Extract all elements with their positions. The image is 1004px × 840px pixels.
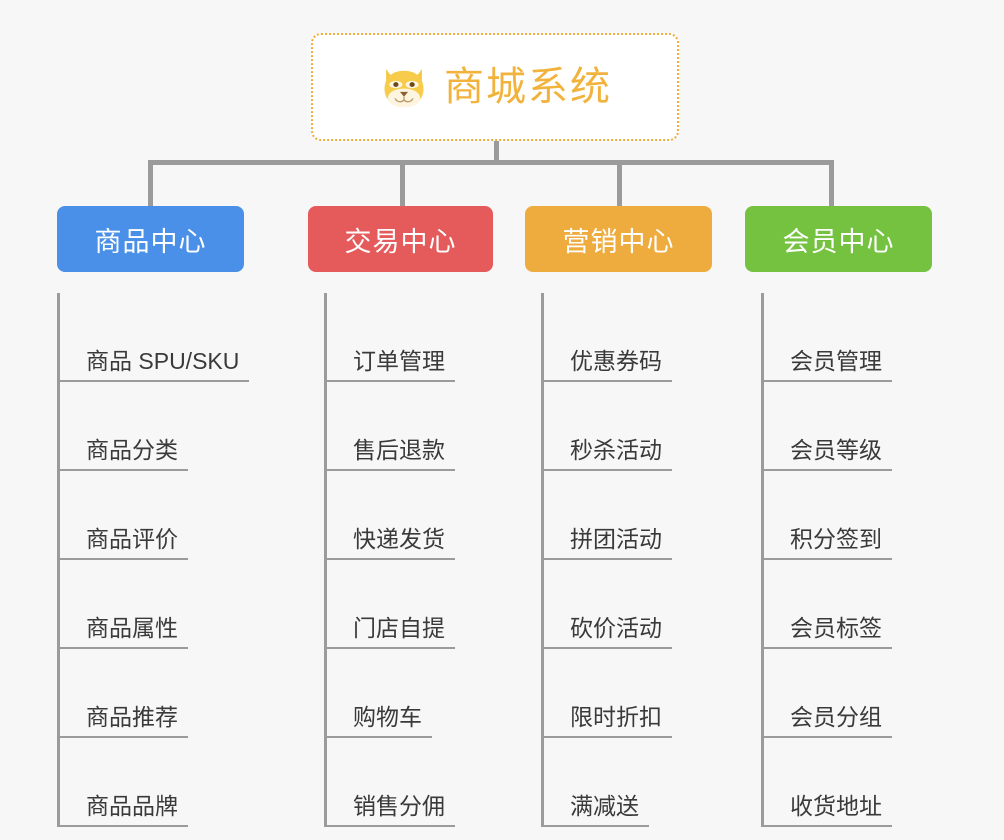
leaf-label: 售后退款 <box>327 437 455 471</box>
leaf-label: 商品品牌 <box>60 793 188 827</box>
list-item[interactable]: 快递发货 <box>327 471 524 560</box>
leaf-list-product-center: 商品 SPU/SKU 商品分类 商品评价 商品属性 商品推荐 商品品牌 <box>57 293 257 827</box>
list-item[interactable]: 销售分佣 <box>327 738 524 827</box>
list-item[interactable]: 商品评价 <box>60 471 257 560</box>
list-item[interactable]: 秒杀活动 <box>544 382 741 471</box>
list-item[interactable]: 会员等级 <box>764 382 961 471</box>
leaf-label: 商品评价 <box>60 526 188 560</box>
column-transaction-center: 交易中心 订单管理 售后退款 快递发货 门店自提 购物车 销售分佣 <box>308 206 524 827</box>
connector-horizontal-bus <box>148 160 834 165</box>
list-item[interactable]: 限时折扣 <box>544 649 741 738</box>
connector-drop-column-2 <box>400 160 405 208</box>
leaf-label: 门店自提 <box>327 615 455 649</box>
leaf-label: 满减送 <box>544 793 649 827</box>
column-member-center: 会员中心 会员管理 会员等级 积分签到 会员标签 会员分组 收货地址 <box>745 206 961 827</box>
list-item[interactable]: 购物车 <box>327 649 524 738</box>
list-item[interactable]: 商品品牌 <box>60 738 257 827</box>
leaf-label: 商品 SPU/SKU <box>60 348 250 382</box>
connector-root-stem <box>494 141 499 163</box>
root-title: 商城系统 <box>444 65 612 109</box>
list-item[interactable]: 售后退款 <box>327 382 524 471</box>
list-item[interactable]: 会员分组 <box>764 649 961 738</box>
leaf-label: 砍价活动 <box>544 615 672 649</box>
leaf-label: 会员等级 <box>764 437 892 471</box>
leaf-label: 商品分类 <box>60 437 188 471</box>
leaf-list-transaction-center: 订单管理 售后退款 快递发货 门店自提 购物车 销售分佣 <box>324 293 524 827</box>
list-item[interactable]: 会员管理 <box>764 293 961 382</box>
list-item[interactable]: 商品 SPU/SKU <box>60 293 257 382</box>
category-box-transaction-center[interactable]: 交易中心 <box>308 206 493 272</box>
column-product-center: 商品中心 商品 SPU/SKU 商品分类 商品评价 商品属性 商品推荐 商品品牌 <box>57 206 257 827</box>
list-item[interactable]: 商品分类 <box>60 382 257 471</box>
connector-drop-column-3 <box>617 160 622 208</box>
root-node[interactable]: 商城系统 <box>311 33 679 141</box>
leaf-label: 快递发货 <box>327 526 455 560</box>
leaf-label: 商品属性 <box>60 615 188 649</box>
category-box-member-center[interactable]: 会员中心 <box>745 206 932 272</box>
category-box-marketing-center[interactable]: 营销中心 <box>525 206 712 272</box>
leaf-label: 订单管理 <box>327 348 455 382</box>
leaf-label: 秒杀活动 <box>544 437 672 471</box>
category-box-product-center[interactable]: 商品中心 <box>57 206 244 272</box>
list-item[interactable]: 收货地址 <box>764 738 961 827</box>
list-item[interactable]: 商品属性 <box>60 560 257 649</box>
leaf-label: 会员标签 <box>764 615 892 649</box>
leaf-label: 积分签到 <box>764 526 892 560</box>
list-item[interactable]: 门店自提 <box>327 560 524 649</box>
list-item[interactable]: 满减送 <box>544 738 741 827</box>
list-item[interactable]: 拼团活动 <box>544 471 741 560</box>
shiba-dog-face-icon <box>384 69 424 108</box>
leaf-label: 收货地址 <box>764 793 892 827</box>
list-item[interactable]: 会员标签 <box>764 560 961 649</box>
column-marketing-center: 营销中心 优惠券码 秒杀活动 拼团活动 砍价活动 限时折扣 满减送 <box>525 206 741 827</box>
leaf-label: 会员分组 <box>764 704 892 738</box>
leaf-label: 商品推荐 <box>60 704 188 738</box>
leaf-label: 限时折扣 <box>544 704 672 738</box>
leaf-label: 优惠券码 <box>544 348 672 382</box>
leaf-label: 拼团活动 <box>544 526 672 560</box>
list-item[interactable]: 商品推荐 <box>60 649 257 738</box>
leaf-list-marketing-center: 优惠券码 秒杀活动 拼团活动 砍价活动 限时折扣 满减送 <box>541 293 741 827</box>
list-item[interactable]: 优惠券码 <box>544 293 741 382</box>
list-item[interactable]: 砍价活动 <box>544 560 741 649</box>
list-item[interactable]: 订单管理 <box>327 293 524 382</box>
leaf-label: 会员管理 <box>764 348 892 382</box>
connector-drop-column-4 <box>829 160 834 208</box>
connector-drop-column-1 <box>148 160 153 208</box>
leaf-list-member-center: 会员管理 会员等级 积分签到 会员标签 会员分组 收货地址 <box>761 293 961 827</box>
leaf-label: 购物车 <box>327 704 432 738</box>
list-item[interactable]: 积分签到 <box>764 471 961 560</box>
leaf-label: 销售分佣 <box>327 793 455 827</box>
